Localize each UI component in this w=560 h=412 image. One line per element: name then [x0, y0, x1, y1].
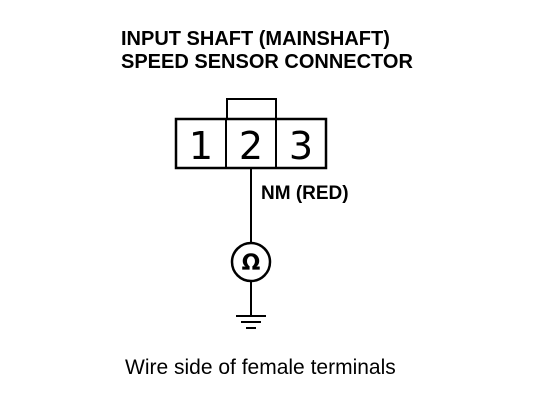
- ground-icon: [236, 315, 266, 329]
- terminal-3-label: 3: [289, 124, 313, 168]
- diagram-caption: Wire side of female terminals: [125, 356, 396, 379]
- diagram-title-line-2: SPEED SENSOR CONNECTOR: [121, 51, 413, 73]
- diagram-title-line-1: INPUT SHAFT (MAINSHAFT): [121, 28, 390, 50]
- terminal-2-label: 2: [239, 124, 263, 168]
- wire-color-label: NM (RED): [261, 183, 349, 204]
- ohm-symbol: Ω: [242, 251, 261, 276]
- ohmmeter-icon: Ω: [230, 241, 272, 283]
- connector-lock-tab: [226, 98, 277, 120]
- terminal-1-label: 1: [189, 124, 213, 168]
- connector: 1 2 3: [174, 98, 328, 170]
